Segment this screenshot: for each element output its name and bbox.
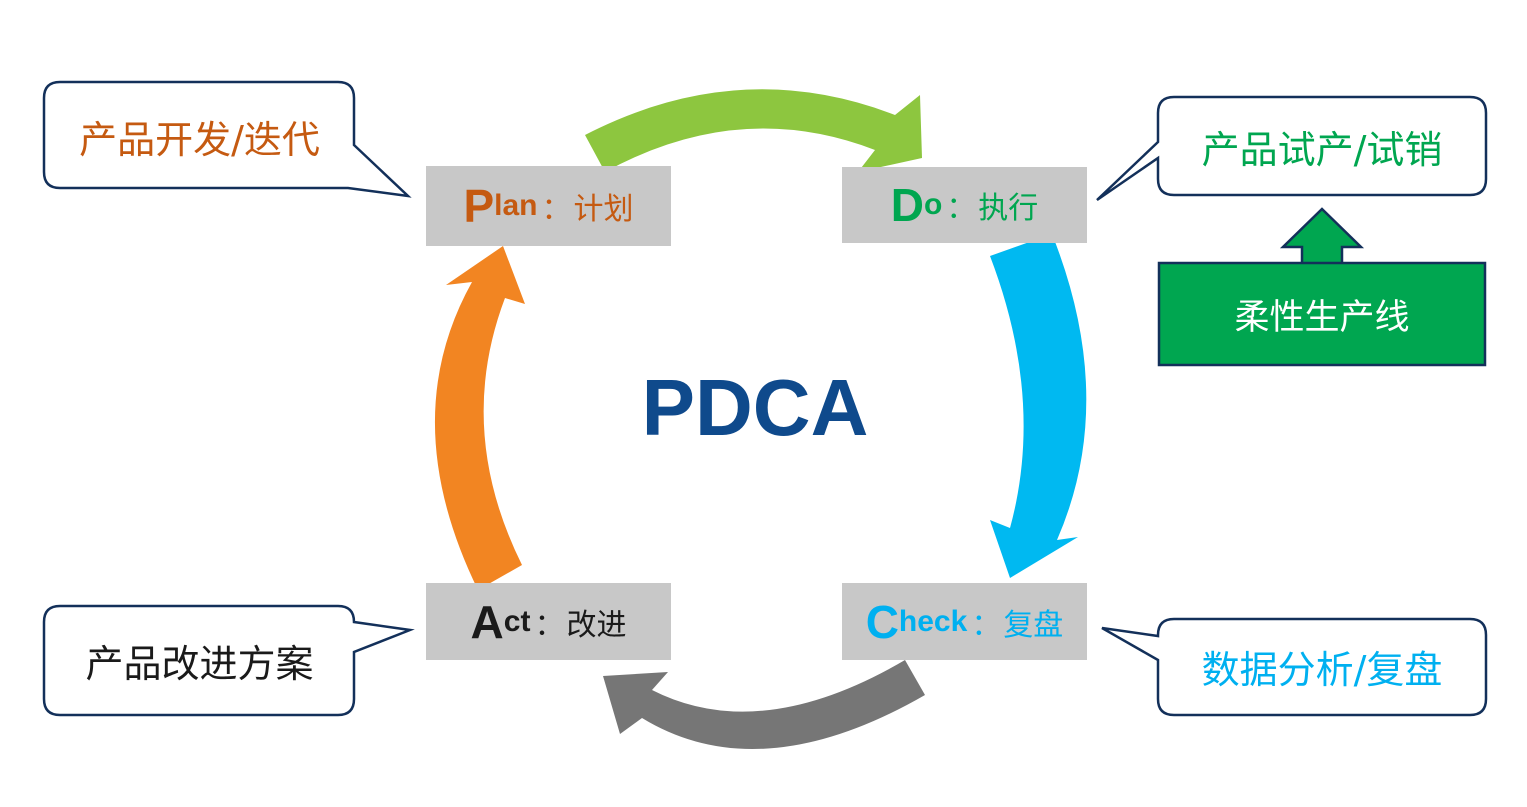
stage-act-rest: ct: [503, 604, 531, 638]
callout-bottom-right-text: 数据分析/复盘: [1201, 648, 1443, 692]
callout-top-left-bubble: [42, 80, 412, 198]
callout-top-left-text: 产品开发/迭代: [79, 117, 320, 162]
center-title: PDCA: [641, 363, 869, 452]
stage-plan-colon: ：: [541, 192, 572, 227]
up-arrow: [1279, 207, 1365, 266]
stage-do-colon: ：: [946, 191, 977, 226]
stage-check-initial: C: [865, 595, 899, 648]
stage-do-rest: o: [923, 188, 943, 221]
callout-top-right-text: 产品试产/试销: [1201, 127, 1443, 172]
stage-do-zh: 执行: [978, 191, 1039, 226]
arrow-check-to-act: [603, 660, 925, 750]
flex-line-label: 柔性生产线: [1234, 297, 1410, 338]
stage-check-zh: 复盘: [1003, 607, 1064, 643]
stage-check-rest: heck: [898, 604, 968, 638]
stage-do-initial: D: [890, 179, 924, 231]
callout-bottom-left-text: 产品改进方案: [85, 642, 314, 686]
callout-top-right-bubble: [1096, 95, 1488, 202]
callout-bottom-right-bubble: [1101, 617, 1488, 717]
stage-act-zh: 改进: [566, 607, 627, 643]
flex-line-box: [1157, 261, 1487, 367]
callout-bottom-left-bubble: [42, 604, 415, 717]
arrow-do-to-check: [990, 234, 1087, 578]
stage-act-colon: ：: [534, 607, 565, 643]
stage-check-colon: ：: [971, 607, 1002, 643]
stage-plan-rest: lan: [494, 189, 538, 222]
arrow-act-to-plan: [434, 246, 525, 590]
arrow-plan-to-do: [585, 89, 922, 172]
stage-act-initial: A: [470, 595, 504, 648]
stage-plan-initial: P: [463, 180, 495, 232]
stage-plan-zh: 计划: [573, 192, 634, 227]
